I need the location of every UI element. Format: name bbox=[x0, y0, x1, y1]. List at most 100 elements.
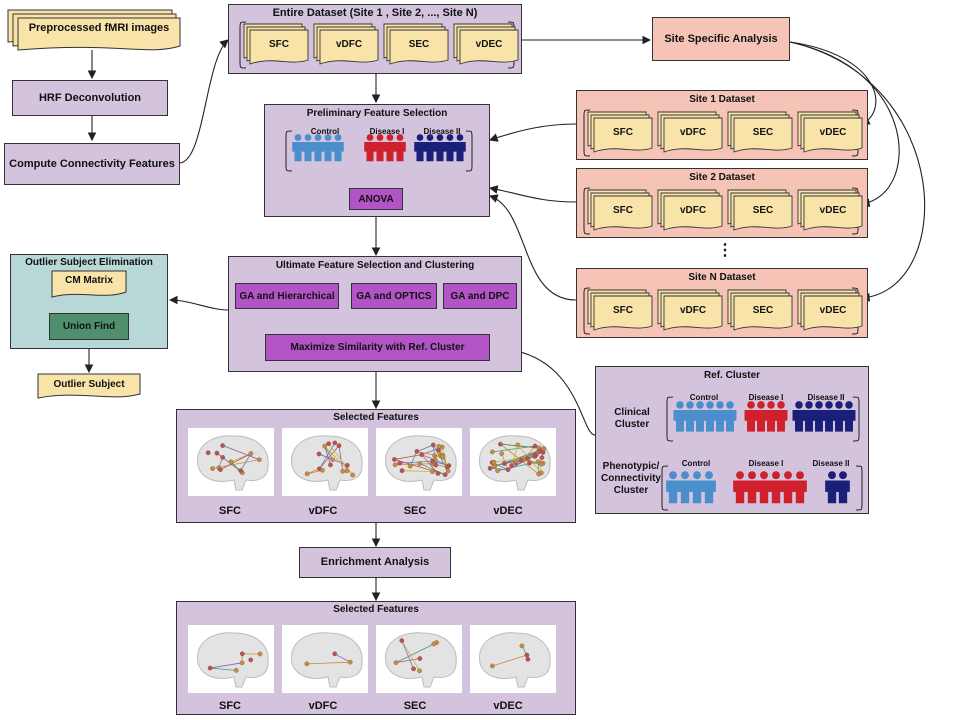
siteN-docs-doc-vdec-label: vDEC bbox=[820, 305, 847, 316]
sel1-brain-sec-node bbox=[397, 460, 403, 466]
sel1-brain-sec-node bbox=[419, 452, 425, 457]
ref-phen-control-person bbox=[690, 471, 704, 504]
hrf-deconvolution-box: HRF Deconvolution bbox=[12, 80, 168, 116]
sel1-brain-vdec-node bbox=[490, 449, 495, 455]
prelim-control-person-body bbox=[322, 142, 334, 162]
sel1-brain-sec-node bbox=[436, 447, 441, 453]
ref-clin-control-person bbox=[683, 401, 697, 432]
sel2-brain-vdfc-node bbox=[347, 659, 353, 665]
ref-clin-disease1-person bbox=[774, 401, 788, 432]
sel1-brain-vdfc-node bbox=[330, 457, 336, 462]
ref-clin-control-person-body bbox=[723, 410, 737, 432]
sel1-brain-vdfc-node bbox=[304, 471, 310, 477]
ref-phen-disease1-person-head bbox=[784, 471, 792, 480]
prelim-control-person-head bbox=[334, 134, 342, 141]
prelim-disease2-person-body bbox=[434, 142, 446, 162]
sel1-brain-vdec-node bbox=[527, 460, 532, 466]
prelim-disease2-person-head bbox=[416, 134, 424, 141]
ref-clin-disease1-person-head bbox=[767, 401, 775, 409]
sel1-brain-vdec-node bbox=[491, 459, 497, 465]
entire-dataset-docs-doc-vdfc-sheet bbox=[319, 29, 379, 65]
cm-matrix-label: CM Matrix bbox=[65, 275, 113, 286]
siteN-docs-bracket-left bbox=[583, 287, 591, 335]
sel2-brain-sfc-node bbox=[239, 660, 245, 666]
ref-clin-control-person bbox=[723, 401, 737, 432]
prelim-control-person bbox=[302, 134, 314, 162]
ref-clinical-bracket bbox=[666, 396, 860, 442]
ref-clin-disease2-person-head bbox=[835, 401, 843, 409]
ref-clin-control-person-head bbox=[706, 401, 714, 409]
sel1-brain-vdfc-node bbox=[332, 440, 338, 446]
ref-phen-disease2-person bbox=[836, 471, 850, 504]
ref-phen-disease1-person-body bbox=[769, 480, 783, 504]
sel1-brain-sec-edge bbox=[419, 463, 446, 476]
ref-clin-disease2-person-head bbox=[795, 401, 803, 409]
prelim-people-bracket-left bbox=[285, 130, 293, 172]
ga-hierarchical-box: GA and Hierarchical bbox=[235, 283, 339, 309]
ref-phen-disease1-person-body bbox=[793, 480, 807, 504]
prelim-disease1-person-head bbox=[396, 134, 404, 141]
ref-clin-disease2-person-body bbox=[832, 410, 846, 432]
clinical-cluster-label: Clinical Cluster bbox=[614, 407, 650, 430]
ga-dpc-box: GA and DPC bbox=[443, 283, 517, 309]
prelim-disease2-person-head bbox=[436, 134, 444, 141]
siteN-docs-doc-vdfc-sheet bbox=[663, 295, 723, 331]
maximize-similarity-box: Maximize Similarity with Ref. Cluster bbox=[265, 334, 490, 361]
sel1-brain-sfc-edge bbox=[220, 453, 252, 470]
enrichment-analysis-box: Enrichment Analysis bbox=[299, 547, 451, 578]
sel2-brain-sec-edge bbox=[395, 642, 437, 663]
sel1-brain-vdfc-node bbox=[344, 468, 350, 474]
prelim-disease1-person bbox=[394, 134, 406, 162]
ref-phen-control-person-body bbox=[666, 480, 680, 504]
site2-docs-doc-sec-label: SEC bbox=[753, 205, 774, 216]
selected1-title: Selected Features bbox=[333, 412, 419, 423]
sel2-brain-sec-node bbox=[417, 668, 422, 674]
sel2-brain-vdec-node bbox=[519, 643, 525, 649]
prelim-control-person-head bbox=[304, 134, 312, 141]
siteN-docs-doc-sec-label: SEC bbox=[753, 305, 774, 316]
ref-clin-disease2-person-body bbox=[842, 410, 856, 432]
arrow-s2-prelim bbox=[488, 185, 577, 203]
site2-docs-doc-sec-sheet bbox=[733, 195, 793, 231]
sel2-brain-vdec-outline bbox=[479, 632, 551, 688]
arrow-ultimate-outlier bbox=[168, 295, 229, 311]
sel1-brain-sec-node bbox=[442, 472, 448, 477]
ref-clin-control-person bbox=[693, 401, 707, 432]
entire-dataset-docs-doc-vdec: vDEC bbox=[453, 23, 519, 65]
ref-phen-disease1-person bbox=[745, 471, 759, 504]
sel1-brain-sec-edge bbox=[399, 460, 433, 464]
sel1-brain-vdec-node bbox=[499, 451, 505, 456]
sel1-brain-sec-node bbox=[430, 442, 436, 448]
ref-phen-control-person-head bbox=[669, 471, 677, 480]
prelim-disease1-person-body bbox=[374, 142, 386, 162]
ref-phen-disease1-person-head bbox=[796, 471, 804, 480]
prelim-disease2-person bbox=[434, 134, 446, 162]
ref-phen-control-person bbox=[702, 471, 716, 504]
entire-dataset-docs-bracket-left bbox=[239, 21, 247, 69]
entire-dataset-docs-doc-sfc-sheet bbox=[249, 29, 309, 65]
sel1-brain-vdec-node bbox=[515, 442, 521, 448]
ref-clin-control-person-body bbox=[683, 410, 697, 432]
ref-phen-disease1-person-body bbox=[757, 480, 771, 504]
sel1-brain-vdec-node bbox=[505, 467, 511, 472]
ref-clin-control-person bbox=[673, 401, 687, 432]
siteN-docs-doc-vdec: vDEC bbox=[797, 289, 863, 331]
sel2-brain-vdfc bbox=[282, 625, 368, 693]
prelim-disease1-person bbox=[384, 134, 396, 162]
ref-clin-control-person bbox=[713, 401, 727, 432]
sel1-brain-vdec bbox=[470, 428, 556, 496]
prelim-disease1-person-head bbox=[386, 134, 394, 141]
sel2-brain-vdec-node bbox=[490, 663, 495, 669]
siteN-docs-doc-sfc-sheet bbox=[593, 295, 653, 331]
sel1-brain-vdec-node bbox=[541, 446, 547, 451]
sel2-brain-sec-edge bbox=[395, 658, 420, 664]
ref-phen-control-person-head bbox=[681, 471, 689, 480]
site1-docs-doc-sec-label: SEC bbox=[753, 127, 774, 138]
siteN-docs-doc-sfc: SFC bbox=[587, 289, 653, 331]
sel1-brain-vdfc-node bbox=[316, 451, 322, 457]
arrow-compute-dataset bbox=[179, 39, 229, 164]
ref-clin-disease1-person-head bbox=[747, 401, 755, 409]
ref-phen-disease2-person-body bbox=[825, 480, 839, 504]
